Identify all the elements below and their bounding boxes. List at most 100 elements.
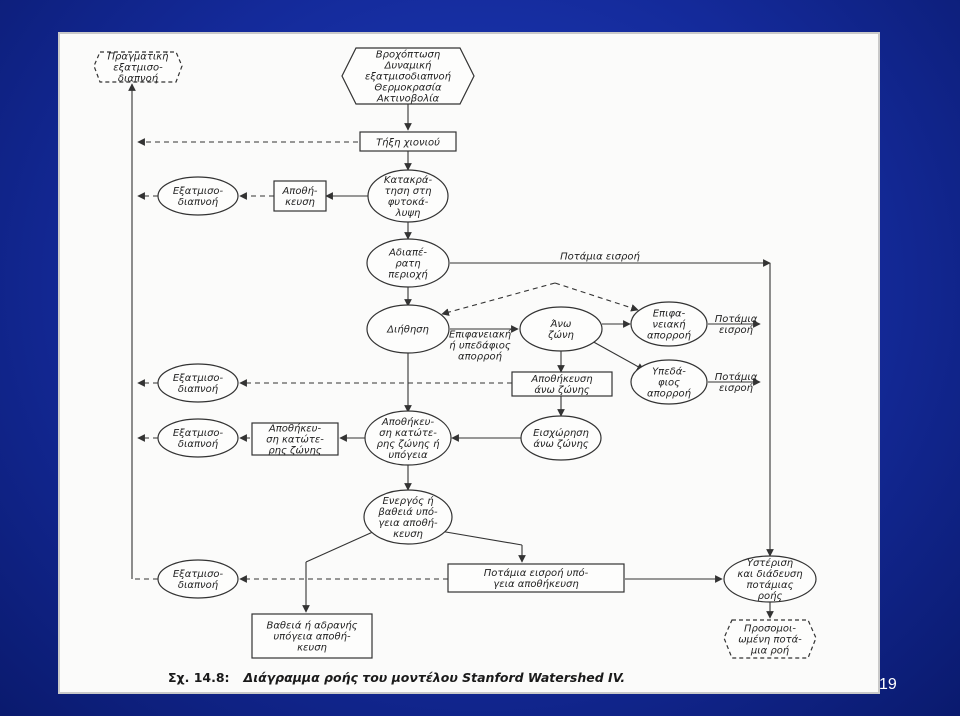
interflow-line: απορροή [647, 388, 692, 400]
river-inflow-2-line: Ποτάμια [715, 371, 758, 383]
lower-zone-storage-box-line: ρης ζώνης [268, 445, 321, 457]
upper-zone-line: ζώνη [547, 329, 574, 341]
evap-1-label: Εξατμισο-διαπνοή [173, 186, 224, 208]
lower-zone-storage-line: υπόγεια [388, 449, 428, 461]
inputs-node [341, 47, 475, 105]
lower-zone-storage-box-line: Αποθήκευ- [268, 423, 322, 435]
evap-node-2 [157, 363, 239, 403]
infiltration-line: Διήθηση [386, 324, 429, 336]
active-groundwater-line: Ενεργός ή [382, 495, 434, 507]
routing-line: Υστέριση [747, 557, 793, 569]
caption-text: Διάγραμμα ροής του μοντέλου Stanford Wat… [243, 670, 626, 685]
inputs-line: Δυναμική [384, 60, 432, 72]
edge-active-split-left [305, 530, 376, 563]
inputs-line: εξατμισοδιαπνοή [365, 71, 452, 83]
surface-runoff-line: νειακή [652, 319, 686, 331]
actual-et-node [93, 51, 183, 83]
edge-active-split-right [439, 530, 523, 546]
interflow-line: Υπεδά- [652, 366, 686, 378]
snowmelt-node [359, 131, 457, 152]
upper-zone-line: Άνω [550, 318, 572, 330]
routing-line: ροής [758, 590, 783, 602]
routing-node [723, 555, 817, 603]
surface-runoff-node [630, 301, 708, 347]
lower-zone-storage-box [251, 422, 339, 456]
evap-4-line: Εξατμισο- [173, 569, 224, 580]
routing-line: και διάδευση [737, 568, 802, 580]
impervious-line: Αδιαπέ- [388, 247, 427, 259]
impervious-line: ρατη [395, 259, 420, 270]
percolation-node [520, 415, 602, 461]
deep-storage-line: κευση [297, 643, 327, 654]
edge-dashed-surface [554, 282, 639, 312]
evap-3-line: διαπνοή [178, 438, 219, 450]
interception-line: λυψη [395, 208, 421, 219]
percolation-line: Εισχώρηση [533, 427, 589, 439]
simulated-flow-line: Προσομοι- [744, 624, 796, 635]
gw-inflow-line: γεια αποθήκευση [493, 578, 578, 590]
evap-2-label: Εξατμισο-διαπνοή [173, 373, 224, 395]
upper-zone-storage-line: άνω ζώνης [534, 384, 589, 396]
interception-line: τηση στη [385, 186, 432, 197]
lower-zone-storage-line: ση κατώτε- [379, 427, 437, 439]
river-inflow-1-line: Ποτάμια [715, 313, 758, 325]
surface-subsurface-line: ή υπεδάφιος [449, 340, 511, 352]
interception-storage-label: Αποθή-κευση [281, 185, 317, 208]
evap-1-line: διαπνοή [178, 196, 219, 208]
snowmelt-label: Τήξη χιονιού [376, 137, 440, 149]
gw-inflow-node [447, 563, 625, 593]
surface-runoff-line: Επιφα- [653, 309, 686, 320]
inputs-line: Βροχόπτωση [376, 49, 440, 61]
infiltration-node [366, 304, 450, 354]
page-number: 19 [879, 676, 897, 693]
interception-node [367, 169, 449, 223]
upper-zone-node [519, 306, 603, 352]
evap-1-line: Εξατμισο- [173, 186, 224, 197]
actual-evapotranspiration-line: Πραγματική [108, 51, 170, 63]
percolation-line: άνω ζώνης [533, 438, 588, 450]
simulated-flow-line: μια ροή [750, 645, 790, 657]
evap-node-4 [157, 559, 239, 599]
upper-zone-storage-line: Αποθήκευση [530, 373, 592, 385]
deep-storage-line: Βαθειά ή αδρανής [266, 620, 357, 632]
evap-3-line: Εξατμισο- [173, 428, 224, 439]
interception-storage-line: Αποθή- [281, 185, 317, 197]
caption-label: Σχ. 14.8: [168, 670, 230, 685]
interception-line: φυτοκά- [388, 196, 429, 208]
evap-4-line: διαπνοή [178, 579, 219, 591]
lower-zone-storage-box-line: ση κατώτε- [266, 434, 324, 446]
interflow-node [630, 359, 708, 405]
gw-inflow-label: Ποτάμια εισροή υπό-γεια αποθήκευση [484, 567, 589, 590]
lower-zone-storage-line: Αποθήκευ- [381, 416, 435, 428]
river-inflow-2-line: εισροή [719, 382, 754, 394]
actual-evapotranspiration-line: διαπνοή [118, 73, 159, 85]
surface-subsurface-line: απορροή [458, 351, 503, 363]
evap-4-label: Εξατμισο-διαπνοή [173, 569, 224, 591]
active-groundwater-node [363, 489, 453, 545]
snowmelt-line: Τήξη χιονιού [376, 137, 440, 149]
evap-node-3 [157, 418, 239, 458]
impervious-node [366, 238, 450, 288]
interception-line: Κατακρά- [384, 174, 433, 186]
edge-dashed-infiltration [441, 282, 556, 316]
deep-storage-line: υπόγεια αποθή- [273, 631, 351, 643]
river-inflow-1-line: εισροή [719, 324, 754, 336]
interception-storage-line: κευση [285, 197, 315, 208]
evap-3-label: Εξατμισο-διαπνοή [173, 428, 224, 450]
lower-zone-storage-node [364, 410, 452, 466]
simulated-flow-line: ωμένη ποτά- [738, 634, 802, 646]
active-groundwater-line: γεια αποθή- [378, 517, 438, 529]
